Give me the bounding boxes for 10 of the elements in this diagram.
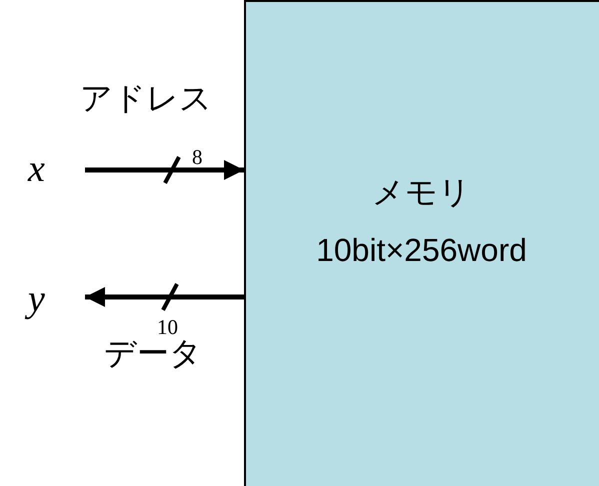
variable-label: x xyxy=(28,150,54,186)
box-spec: 10bit×256word xyxy=(315,234,528,266)
bus-arrow xyxy=(85,156,244,184)
signal-label: アドレス xyxy=(80,82,212,114)
bus-arrow xyxy=(85,283,244,311)
bit-width: 10 xyxy=(157,317,178,338)
box-title: メモリ xyxy=(371,176,472,208)
memory-box xyxy=(244,0,599,486)
bit-width: 8 xyxy=(192,147,202,168)
signal-label: データ xyxy=(104,337,202,369)
